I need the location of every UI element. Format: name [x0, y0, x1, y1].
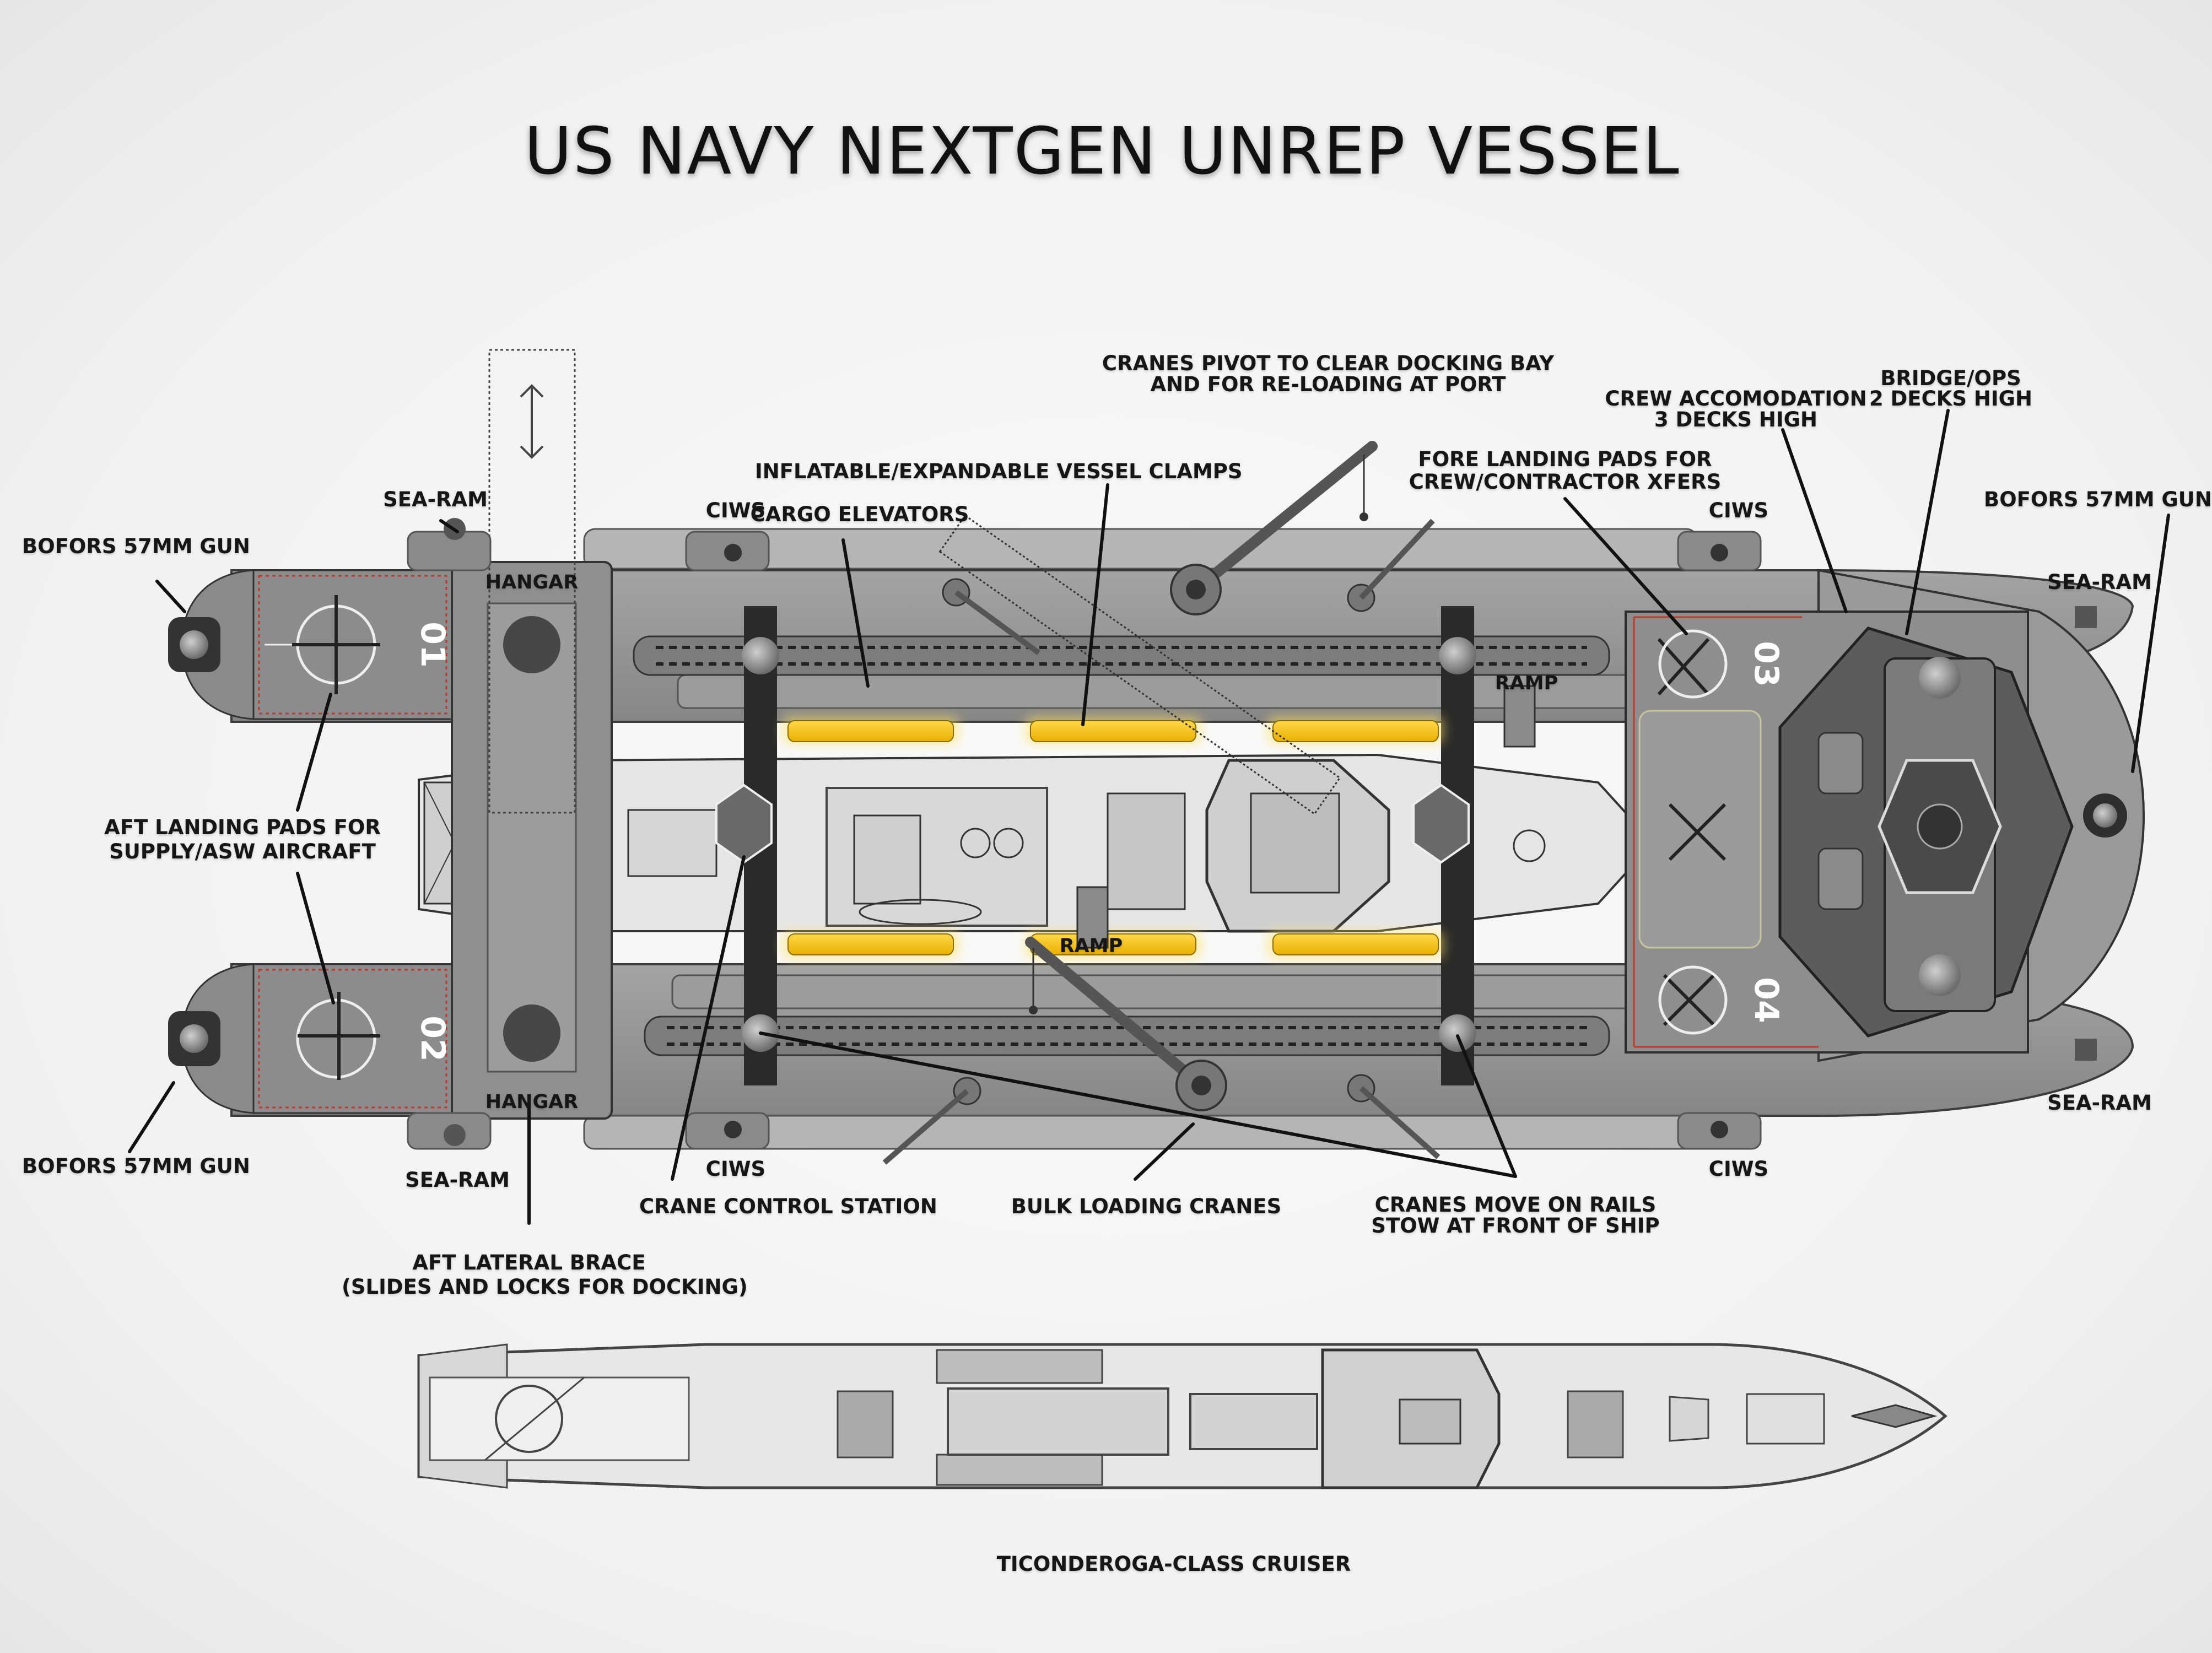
ramp-bottom: [1076, 886, 1109, 949]
weapon-mounts: [168, 518, 2127, 1150]
label-ciws-top-fore: CIWS: [1708, 499, 1769, 522]
pad-ring-04: [1658, 965, 1728, 1035]
label-bridge-ops-line1: BRIDGE/OPS: [1880, 366, 2021, 390]
stern-pad-01: [252, 569, 453, 720]
label-crane-control-station: CRANE CONTROL STATION: [639, 1195, 937, 1218]
label-crew-accommodation-line2: 3 DECKS HIGH: [1654, 408, 1818, 431]
pad-number-02: 02: [413, 1015, 452, 1062]
leader-lines: [128, 409, 2170, 1225]
gantry-crane-aft: [715, 606, 779, 1085]
pad-number-01: 01: [413, 622, 452, 668]
helicopter-icons: [292, 595, 1727, 1080]
label-ramp-top: RAMP: [1495, 672, 1558, 694]
label-hangar-top: HANGAR: [485, 571, 579, 593]
bulk-crane-bottom: [1025, 937, 1227, 1111]
label-cranes-rails-line2: STOW AT FRONT OF SHIP: [1371, 1214, 1660, 1238]
pad-number-04: 04: [1747, 977, 1785, 1023]
pad-number-03: 03: [1747, 641, 1785, 687]
label-aft-pads-line2: SUPPLY/ASW AIRCRAFT: [109, 840, 376, 863]
label-ciws-bottom-mid: CIWS: [705, 1157, 766, 1181]
brace-slide-outline: [488, 349, 576, 814]
label-crew-accommodation-line1: CREW ACCOMODATION: [1605, 387, 1867, 410]
label-cranes-pivot-line2: AND FOR RE-LOADING AT PORT: [1150, 372, 1506, 396]
label-bridge-ops-line2: 2 DECKS HIGH: [1869, 387, 2033, 410]
label-fore-pads-line2: CREW/CONTRACTOR XFERS: [1409, 470, 1722, 494]
label-cargo-elevators: CARGO ELEVATORS: [750, 503, 969, 526]
page-title: US NAVY NEXTGEN UNREP VESSEL: [524, 113, 1680, 189]
label-aft-pads-line1: AFT LANDING PADS FOR: [104, 815, 381, 839]
vessel-clamps: [783, 716, 1444, 959]
label-ramp-bottom: RAMP: [1059, 935, 1123, 957]
label-cranes-rails-line1: CRANES MOVE ON RAILS: [1374, 1193, 1657, 1217]
pad-ring-03: [1658, 629, 1728, 699]
label-searam-bottom-bow: SEA-RAM: [2047, 1091, 2152, 1115]
label-bofors-gun-top-left: BOFORS 57MM GUN: [22, 534, 250, 558]
label-bofors-gun-bottom-left: BOFORS 57MM GUN: [22, 1154, 250, 1178]
label-fore-pads-line1: FORE LANDING PADS FOR: [1418, 447, 1712, 471]
bulk-crane-top: [938, 441, 1378, 815]
stern-pad-02: [252, 963, 453, 1114]
label-aft-brace-line2: (SLIDES AND LOCKS FOR DOCKING): [342, 1275, 748, 1299]
bow-superstructure: [1625, 569, 2145, 1062]
label-aft-brace-line1: AFT LATERAL BRACE: [412, 1251, 646, 1274]
label-bofors-gun-bow: BOFORS 57MM GUN: [1984, 488, 2212, 511]
label-hangar-bottom: HANGAR: [485, 1091, 579, 1113]
label-ciws-top-mid: CIWS: [705, 499, 766, 522]
ticonderoga-cruiser: [417, 1343, 1947, 1489]
label-searam-top-aft: SEA-RAM: [383, 488, 488, 511]
label-ciws-bottom-fore: CIWS: [1708, 1157, 1769, 1181]
label-cranes-pivot-line1: CRANES PIVOT TO CLEAR DOCKING BAY: [1102, 352, 1555, 375]
ramp-top: [1503, 685, 1536, 748]
label-ticonderoga-cruiser: TICONDEROGA-CLASS CRUISER: [996, 1552, 1351, 1576]
label-searam-top-bow: SEA-RAM: [2047, 570, 2152, 594]
crane-rails: [633, 635, 1610, 1056]
label-vessel-clamps: INFLATABLE/EXPANDABLE VESSEL CLAMPS: [755, 460, 1243, 483]
label-searam-bottom-aft: SEA-RAM: [405, 1168, 510, 1192]
label-bulk-loading-cranes: BULK LOADING CRANES: [1011, 1195, 1282, 1218]
gantry-crane-fore: [1412, 606, 1476, 1085]
aft-lateral-brace: [451, 349, 613, 1120]
small-cranes: [882, 518, 1441, 1165]
